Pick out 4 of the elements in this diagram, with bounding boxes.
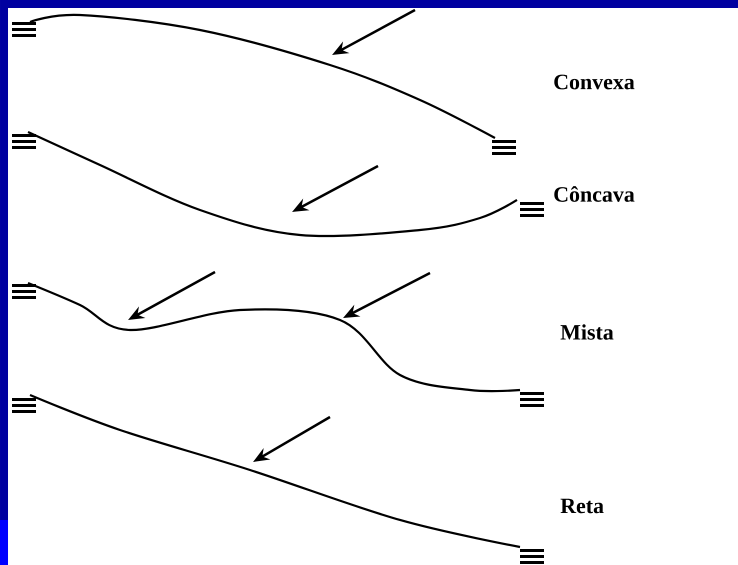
profile-label: Côncava: [554, 186, 634, 202]
profile-label: Reta: [560, 498, 604, 514]
profile-label: Mista: [560, 324, 614, 340]
profile-label: Convexa: [554, 74, 634, 90]
